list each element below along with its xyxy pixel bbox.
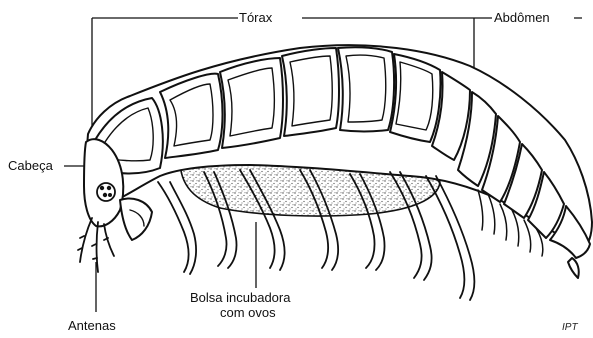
label-torax: Tórax	[239, 10, 272, 25]
label-antenas: Antenas	[68, 318, 116, 333]
isopod-body	[78, 45, 592, 300]
label-abdomen: Abdômen	[494, 10, 550, 25]
label-bolsa-line1: Bolsa incubadora	[190, 290, 290, 305]
telson	[568, 258, 579, 278]
image-credit: IPT	[562, 322, 578, 333]
label-cabeca: Cabeça	[8, 158, 53, 173]
eye	[97, 183, 115, 201]
label-bolsa-line2: com ovos	[220, 305, 276, 320]
mouthparts	[120, 199, 152, 241]
